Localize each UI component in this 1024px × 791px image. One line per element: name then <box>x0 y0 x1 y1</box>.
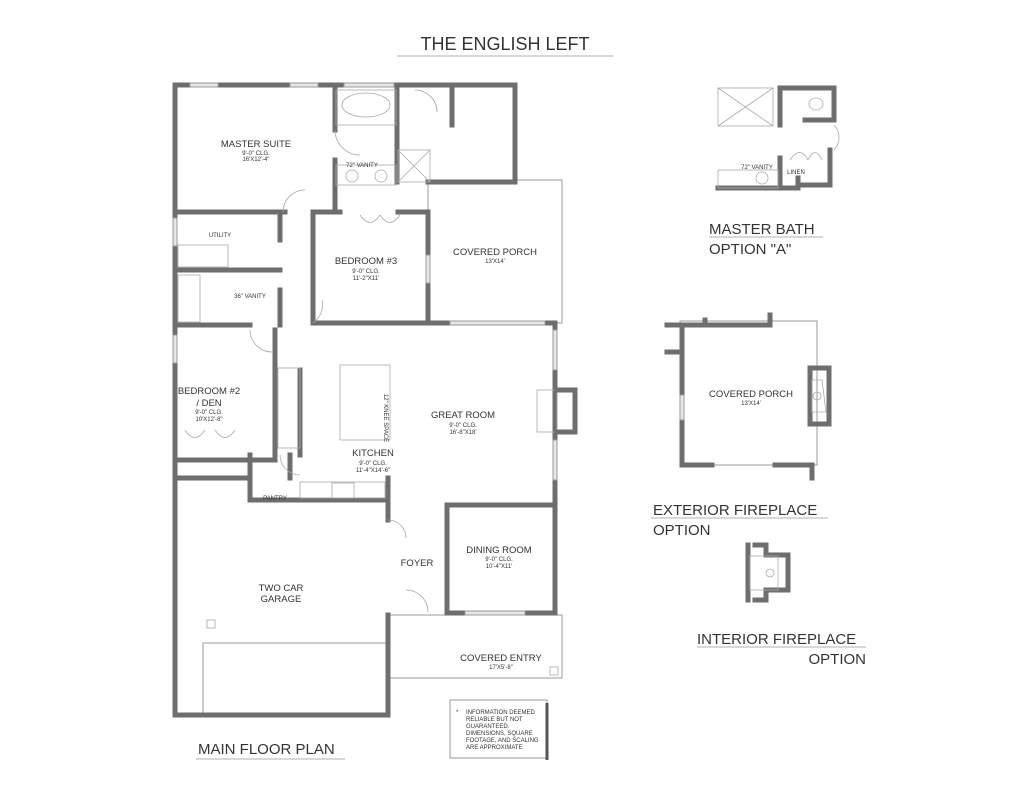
label-bedroom-2-den: / DEN <box>196 398 221 409</box>
disclaimer-bullet: * <box>456 710 459 716</box>
shower <box>397 149 431 183</box>
label-bedroom-3: BEDROOM #3 <box>335 256 397 267</box>
label-dining-room: DINING ROOM <box>466 545 532 556</box>
disclaimer-line: FOOTAGE, AND SCALING <box>466 738 539 744</box>
label-utility: UTILITY <box>209 233 231 239</box>
vanity <box>335 164 397 186</box>
tub-2 <box>177 274 201 323</box>
interior-fireplace-subtitle: OPTION <box>808 651 866 668</box>
label-pantry: PANTRY <box>263 496 287 502</box>
label-covered-entry: COVERED ENTRY <box>460 653 542 664</box>
great-room-ceiling: 9'-0" CLG. <box>449 423 477 429</box>
disclaimer-box: * INFORMATION DEEMED RELIABLE BUT NOT GU… <box>449 699 549 760</box>
room-labels: MASTER SUITE 9'-0" CLG. 16'X12'-4" 72" V… <box>178 139 543 671</box>
master-bath-option-title: MASTER BATH <box>709 221 815 238</box>
exterior-fireplace-option: COVERED PORCH 13'X14' EXTERIOR FIREPLACE… <box>651 312 832 539</box>
covered-porch-size: 13'X14' <box>485 259 505 265</box>
covered-entry-size: 17'X5'-8" <box>489 665 513 671</box>
option-a-linen-label: LINEN <box>787 170 805 176</box>
dining-room-size: 10'-4"X11' <box>486 564 513 570</box>
label-bedroom-2: BEDROOM #2 <box>178 386 240 397</box>
exterior-walls <box>172 82 558 718</box>
bedroom-2-size: 10'X12'-8" <box>195 417 222 423</box>
fixtures <box>177 89 578 676</box>
master-suite-size: 16'X12'-4" <box>242 157 269 163</box>
disclaimer-line: RELIABLE BUT NOT <box>466 717 523 723</box>
range <box>331 482 355 499</box>
master-bath-option-a: 72" VANITY LINEN MASTER BATH OPTION "A" <box>709 85 840 258</box>
bedroom-2-ceiling: 9'-0" CLG. <box>195 410 223 416</box>
label-vanity-36: 36" VANITY <box>234 294 266 300</box>
kitchen-counter <box>277 367 301 449</box>
windows <box>172 82 558 616</box>
washer-dryer <box>177 244 229 268</box>
kitchen-size: 11'-4"X14'-6" <box>356 468 390 474</box>
main-floor-plan: MASTER SUITE 9'-0" CLG. 16'X12'-4" 72" V… <box>172 82 578 718</box>
option-porch-label: COVERED PORCH <box>709 389 793 400</box>
range-counter <box>299 481 386 499</box>
main-floor-plan-label: MAIN FLOOR PLAN <box>198 741 335 758</box>
fireplace-hearth <box>536 389 558 433</box>
master-bath-option-subtitle: OPTION "A" <box>709 241 791 258</box>
exterior-fireplace-subtitle: OPTION <box>653 522 711 539</box>
label-foyer: FOYER <box>401 558 434 569</box>
kitchen-island <box>339 364 391 441</box>
label-knee-space: 12" KNEE SPACE <box>382 394 388 442</box>
option-porch-size: 13'X14' <box>741 401 761 407</box>
interior-fireplace-title: INTERIOR FIREPLACE <box>697 631 856 648</box>
dining-room-ceiling: 9'-0" CLG. <box>485 557 513 563</box>
disclaimer-line: GUARANTEED. <box>466 724 510 730</box>
interior-walls <box>172 82 558 508</box>
doors <box>184 89 438 613</box>
label-garage: TWO CAR <box>259 583 304 594</box>
label-vanity-72: 72" VANITY <box>346 163 378 169</box>
label-kitchen: KITCHEN <box>352 448 394 459</box>
bedroom-3-ceiling: 9'-0" CLG. <box>352 269 380 275</box>
master-suite-ceiling: 9'-0" CLG. <box>242 151 270 157</box>
kitchen-ceiling: 9'-0" CLG. <box>359 461 387 467</box>
disclaimer-line: DIMENSIONS, SQUARE <box>466 731 533 737</box>
label-covered-porch: COVERED PORCH <box>453 247 537 258</box>
bedroom-3-size: 11'-2"X11' <box>353 276 379 282</box>
great-room-size: 16'-8"X18' <box>449 430 476 436</box>
sheet-title: THE ENGLISH LEFT <box>420 34 589 54</box>
disclaimer-line: ARE APPROXIMATE <box>466 745 523 751</box>
bathtub <box>335 89 397 126</box>
covered-entry-outline <box>387 614 563 679</box>
label-garage-2: GARAGE <box>261 594 302 605</box>
disclaimer-line: INFORMATION DEEMED <box>466 710 536 716</box>
exterior-fireplace-title: EXTERIOR FIREPLACE <box>653 502 817 519</box>
garage-door-outline <box>202 642 389 716</box>
label-great-room: GREAT ROOM <box>431 410 495 421</box>
interior-fireplace-option: INTERIOR FIREPLACE OPTION <box>697 542 866 668</box>
option-a-vanity-label: 72" VANITY <box>741 165 773 171</box>
label-master-suite: MASTER SUITE <box>221 139 291 150</box>
